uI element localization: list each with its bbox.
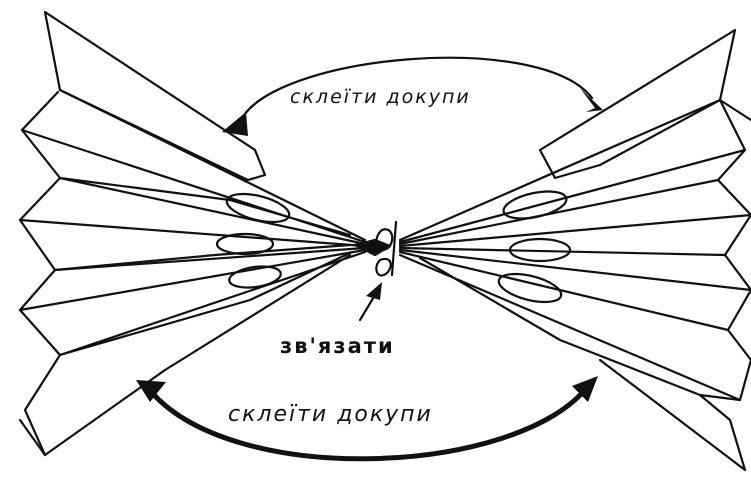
top-arrow-right-head	[580, 88, 603, 112]
bottom-arrow-left-head	[136, 380, 166, 402]
center-knot	[355, 222, 396, 275]
glue-together-bottom-label: склеїти докупи	[228, 402, 433, 427]
glue-together-top-label: склеїти докупи	[290, 86, 471, 108]
tie-label: зв'язати	[280, 334, 395, 358]
left-wing-fan	[20, 12, 365, 455]
top-arrow-left-head	[222, 112, 248, 136]
tie-arrow-head	[366, 282, 382, 300]
